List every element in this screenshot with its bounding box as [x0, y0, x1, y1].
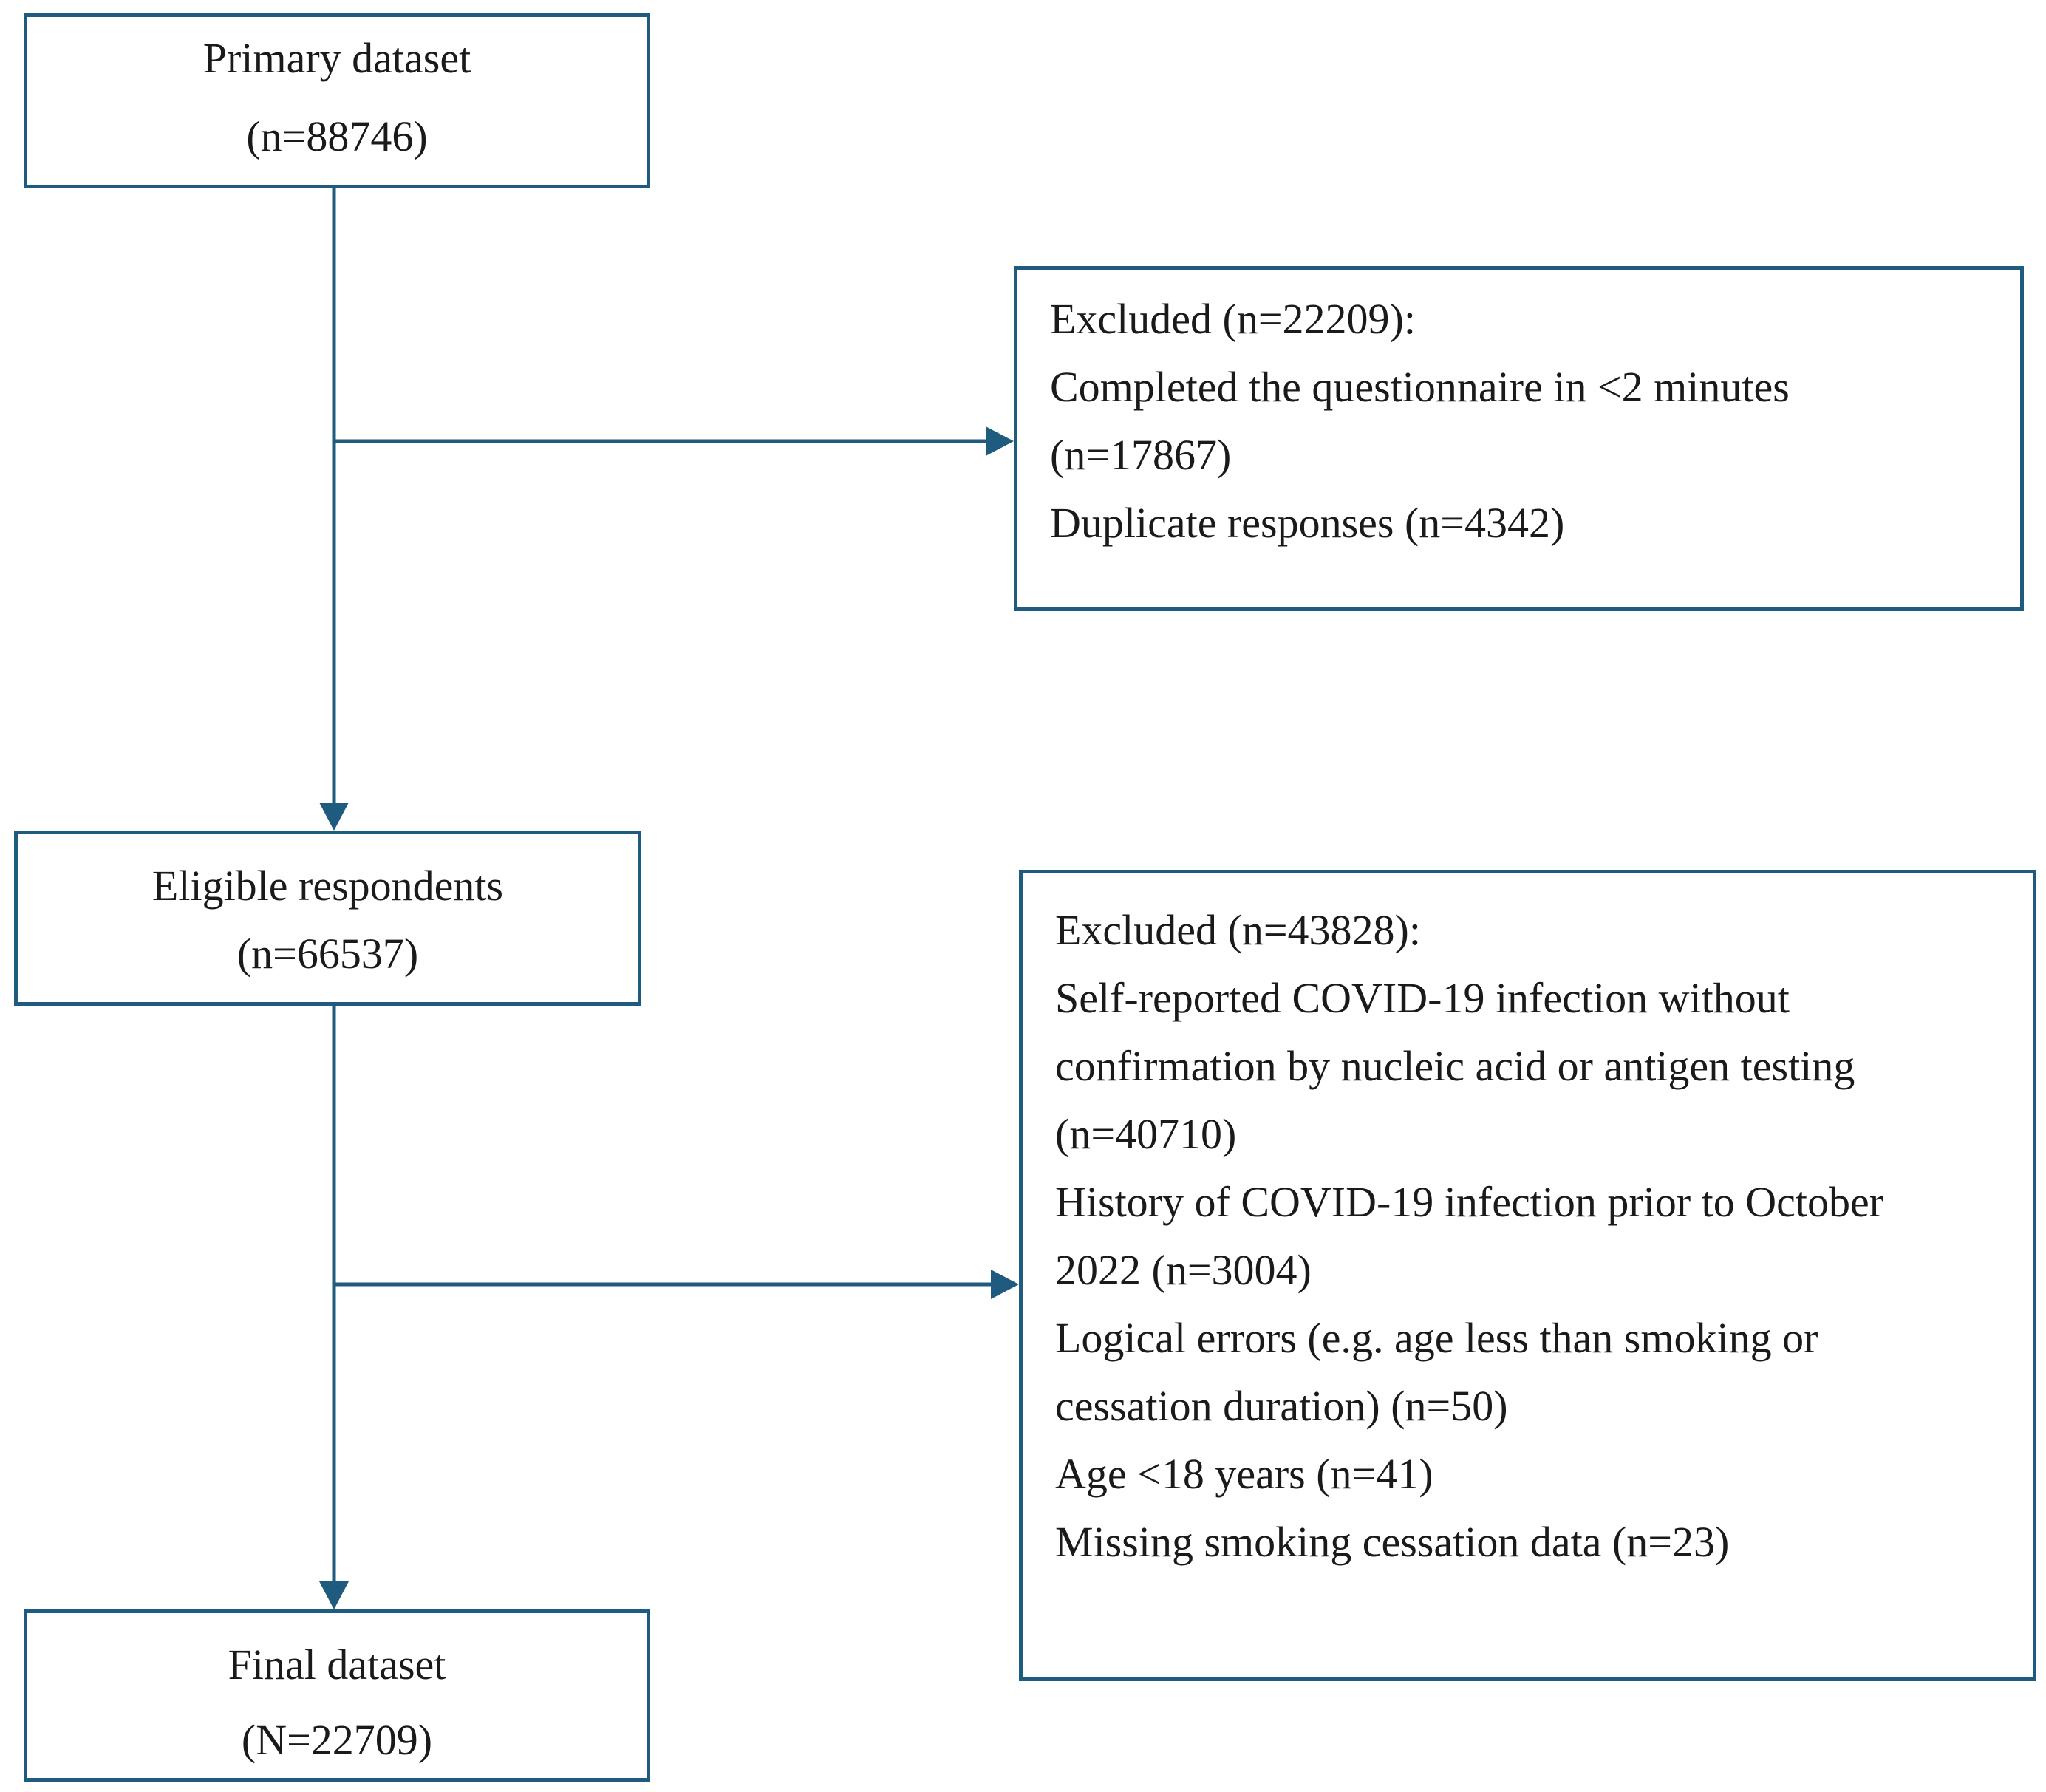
final-dataset-box: Final dataset (N=22709)	[24, 1609, 650, 1782]
exclusion-box-2: Excluded (n=43828): Self-reported COVID-…	[1019, 870, 2036, 1681]
primary-dataset-box: Primary dataset (n=88746)	[24, 13, 650, 188]
exclusion-1-line: Duplicate responses (n=4342)	[1050, 499, 1565, 547]
arrowhead-eligible	[319, 803, 349, 831]
exclusion-2-line: Missing smoking cessation data (n=23)	[1055, 1518, 1730, 1566]
exclusion-2-line: Self-reported COVID-19 infection without	[1055, 974, 1790, 1022]
exclusion-2-line: Age <18 years (n=41)	[1055, 1450, 1433, 1498]
exclusion-2-line: (n=40710)	[1055, 1110, 1237, 1158]
exclusion-box-1: Excluded (n=22209): Completed the questi…	[1014, 266, 2024, 611]
primary-dataset-count: (n=88746)	[246, 112, 428, 160]
exclusion-2-line: cessation duration) (n=50)	[1055, 1382, 1508, 1430]
exclusion-2-line: confirmation by nucleic acid or antigen …	[1055, 1042, 1855, 1090]
exclusion-2-line: Excluded (n=43828):	[1055, 906, 1421, 954]
exclusion-1-line: Completed the questionnaire in <2 minute…	[1050, 363, 1790, 411]
primary-dataset-title: Primary dataset	[202, 34, 471, 82]
exclusion-2-line: 2022 (n=3004)	[1055, 1246, 1312, 1294]
arrowhead-exclusion-1	[986, 426, 1014, 456]
exclusion-1-line: (n=17867)	[1050, 431, 1232, 479]
exclusion-1-line: Excluded (n=22209):	[1050, 295, 1416, 343]
arrowhead-exclusion-2	[991, 1270, 1019, 1299]
final-dataset-title: Final dataset	[228, 1641, 446, 1689]
eligible-respondents-title: Eligible respondents	[151, 862, 504, 910]
eligible-respondents-count: (n=66537)	[236, 930, 419, 978]
exclusion-2-line: Logical errors (e.g. age less than smoki…	[1055, 1314, 1818, 1362]
arrowhead-final	[319, 1581, 349, 1609]
exclusion-2-line: History of COVID-19 infection prior to O…	[1055, 1178, 1884, 1226]
final-dataset-count: (N=22709)	[241, 1716, 433, 1764]
eligible-respondents-box: Eligible respondents (n=66537)	[14, 831, 641, 1006]
